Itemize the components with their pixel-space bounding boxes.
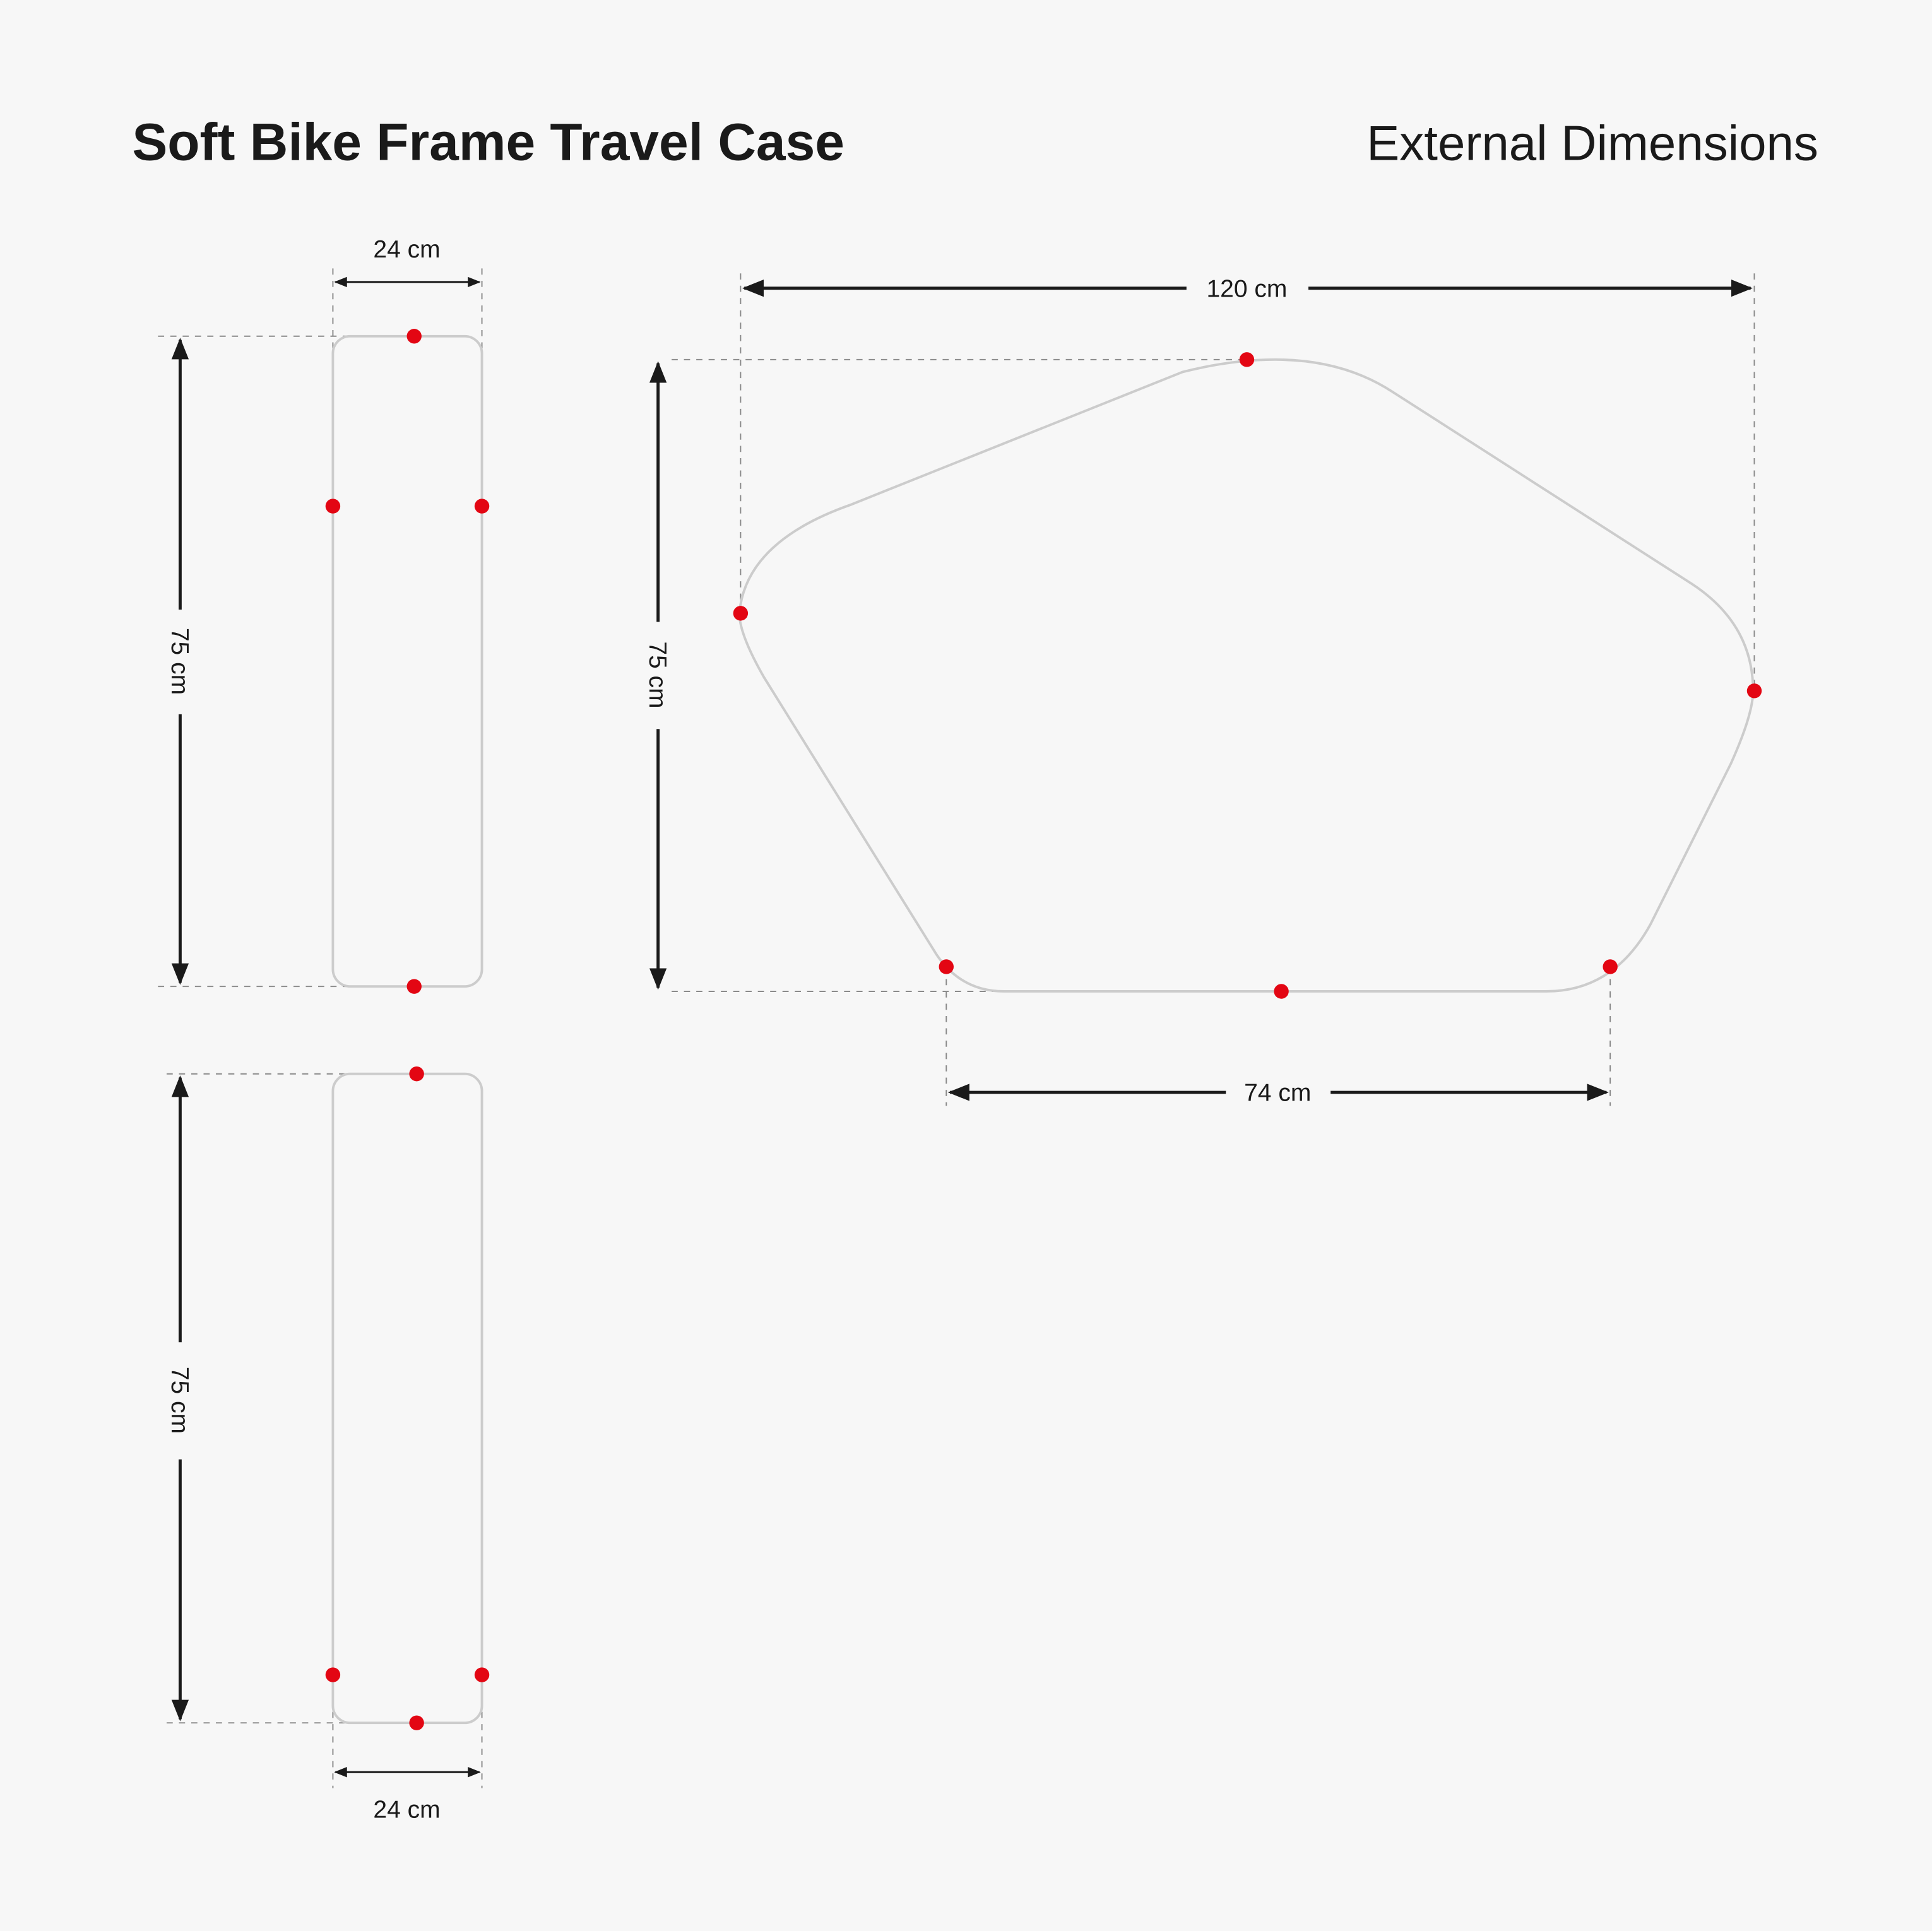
measure-point [325,1667,341,1682]
height-label: 75 cm [644,641,671,708]
measure-point [325,499,341,514]
side-view-top: 24 cm 75 cm [158,236,490,994]
measure-point [733,606,749,621]
height-label: 75 cm [166,1367,193,1434]
case-outline [331,334,483,988]
page-subtitle: External Dimensions [1366,115,1818,171]
measure-point [1746,683,1762,699]
width-label: 120 cm [1206,275,1287,302]
measure-point [409,1066,424,1082]
measure-point [409,1715,424,1730]
side-view-bottom: 75 cm 24 cm [166,1066,490,1823]
case-outline [738,358,1755,993]
measure-point [406,329,422,344]
width-label: 24 cm [373,1796,440,1823]
measure-point [939,959,954,974]
width-label: 24 cm [373,236,440,263]
height-label: 75 cm [166,628,193,695]
measure-point [406,979,422,994]
main-view: 120 cm 75 cm 74 cm [644,273,1762,1107]
bottom-label: 74 cm [1244,1080,1311,1107]
measure-point [1274,984,1289,999]
page-title: Soft Bike Frame Travel Case [132,112,845,172]
measure-point [474,1667,490,1682]
measure-point [1603,959,1618,974]
case-outline [331,1072,483,1725]
measure-point [474,499,490,514]
measure-point [1239,352,1255,367]
